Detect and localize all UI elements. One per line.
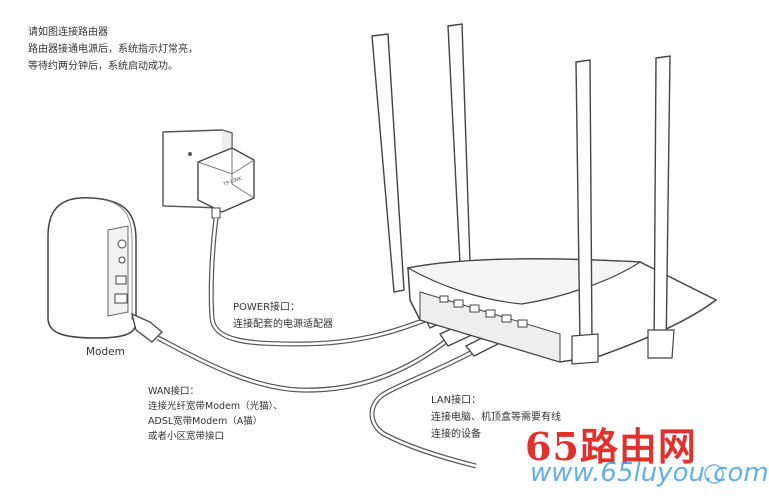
modem-ethernet-plug	[131, 312, 163, 343]
connection-diagram: TP-LINK	[28, 23, 769, 488]
antenna-back-left	[371, 33, 405, 293]
modem-label: Modem	[86, 346, 125, 358]
watermark-title: 65路由网	[525, 424, 697, 469]
wan-desc-2: ADSL宽带Modem（A猫）	[148, 416, 263, 427]
intro-line-3: 等待约两分钟后，系统启动成功。	[28, 61, 178, 72]
lan-desc-2: 连接的设备	[431, 429, 481, 440]
antenna-back-center	[447, 23, 471, 265]
intro-text: 请如图连接路由器 路由器接通电源后，系统指示灯常亮， 等待约两分钟后，系统启动成…	[28, 24, 198, 75]
power-title: POWER接口：	[233, 302, 301, 313]
wan-title: WAN接口：	[148, 386, 199, 397]
lan-port-label: LAN接口： 连接电脑、机顶盒等需要有线 连接的设备	[431, 392, 561, 443]
modem-device	[47, 197, 137, 339]
power-adapter: TP-LINK	[197, 147, 255, 219]
wan-desc-3: 或者小区宽带接口	[148, 431, 225, 442]
wan-desc-1: 连接光纤宽带Modem（光猫）、	[148, 401, 283, 412]
lan-title: LAN接口：	[431, 395, 482, 406]
watermark-globe-icon	[704, 464, 724, 484]
diagram-canvas: TP-LINK	[47, 23, 724, 484]
power-port-label: POWER接口： 连接配套的电源适配器	[233, 299, 333, 333]
wan-port-label: WAN接口： 连接光纤宽带Modem（光猫）、 ADSL宽带Modem（A猫） …	[148, 384, 283, 444]
intro-line-2: 路由器接通电源后，系统指示灯常亮，	[28, 44, 198, 55]
lan-desc-1: 连接电脑、机顶盒等需要有线	[431, 412, 561, 423]
power-desc: 连接配套的电源适配器	[233, 319, 333, 330]
watermark-url: www.65luyou.com	[530, 458, 769, 488]
router-device	[371, 23, 718, 365]
intro-line-1: 请如图连接路由器	[28, 27, 108, 38]
